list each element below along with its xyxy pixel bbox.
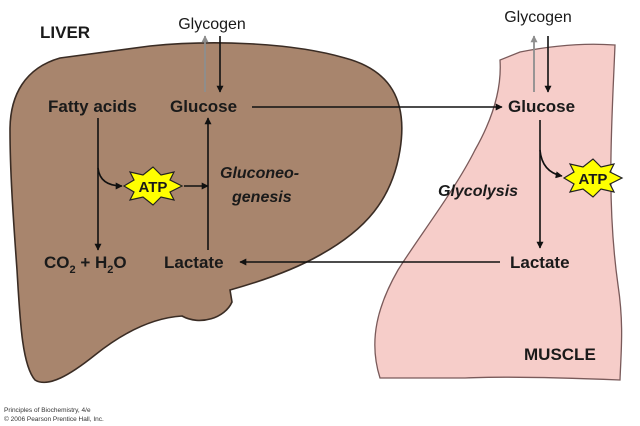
glycolysis-to-atp-arrow — [539, 149, 563, 179]
liver-atp-label: ATP — [139, 179, 168, 196]
muscle-shape — [374, 43, 623, 381]
muscle-glucose-label: Glucose — [508, 97, 575, 116]
muscle-atp-label: ATP — [579, 171, 608, 188]
gluconeogenesis-label-line2: genesis — [231, 189, 292, 206]
gluconeogenesis-label-line1: Gluconeo- — [220, 165, 299, 182]
muscle-lactate-label: Lactate — [510, 253, 570, 272]
liver-atp-starburst — [122, 166, 184, 206]
liver-glycogen-label: Glycogen — [178, 16, 246, 33]
liver-glucose-label: Glucose — [170, 97, 237, 116]
liver-lactate-label: Lactate — [164, 253, 224, 272]
muscle-glycogen-label: Glycogen — [504, 9, 572, 26]
liver-title: LIVER — [40, 23, 90, 42]
co2-h2o-label: CO2 + H2O — [44, 253, 127, 276]
glycolysis-label: Glycolysis — [438, 183, 518, 200]
caption-line2: © 2006 Pearson Prentice Hall, Inc. — [4, 415, 104, 423]
fatty-acids-to-atp-arrow — [97, 167, 123, 190]
muscle-atp-starburst — [562, 158, 624, 198]
caption-line1: Principles of Biochemistry, 4/e — [4, 407, 91, 414]
muscle-title: MUSCLE — [524, 345, 596, 364]
fatty-acids-label: Fatty acids — [48, 97, 137, 116]
liver-shape — [9, 42, 403, 384]
